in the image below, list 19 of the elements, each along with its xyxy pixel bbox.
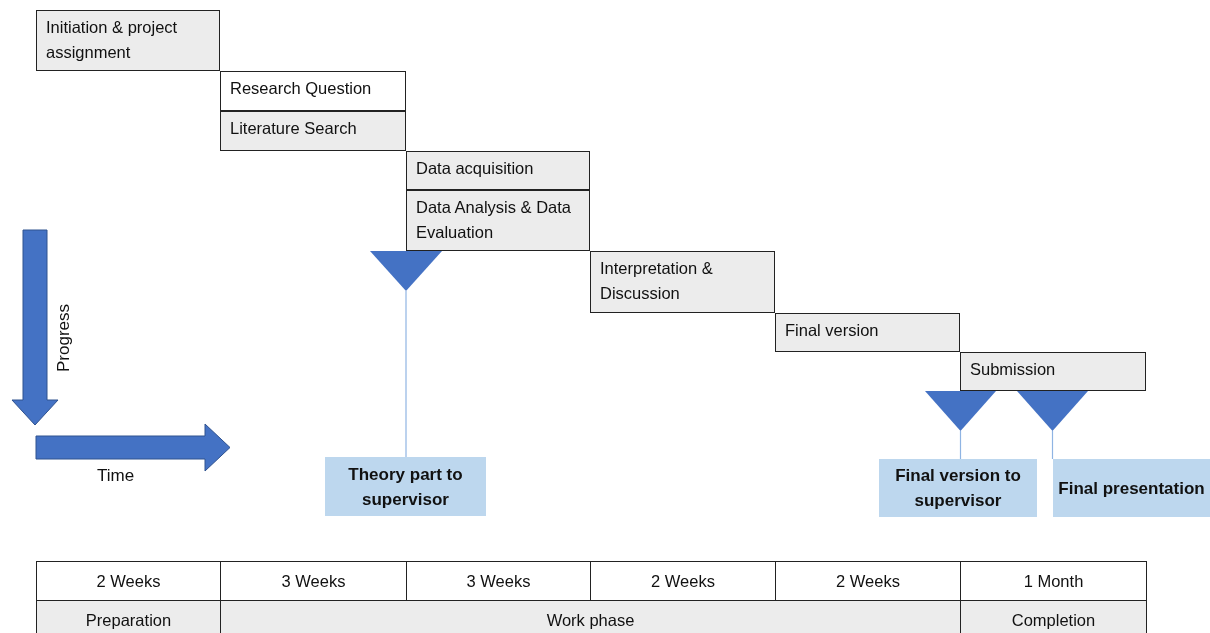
connector-line <box>405 290 407 458</box>
phase-cell: Work phase <box>220 600 961 633</box>
task-box: Research Question <box>220 71 406 111</box>
task-box: Data Analysis & Data Evaluation <box>406 190 590 251</box>
milestone-box: Theory part to supervisor <box>325 457 486 516</box>
task-box: Initiation & project assignment <box>36 10 220 71</box>
phase-cell: Completion <box>960 600 1147 633</box>
task-box: Literature Search <box>220 111 406 151</box>
connector-line <box>1051 430 1054 460</box>
milestone-box: Final version to supervisor <box>879 459 1037 517</box>
axis-label: Progress <box>54 304 74 372</box>
phase-cell: Preparation <box>36 600 221 633</box>
task-box: Submission <box>960 352 1146 391</box>
task-box: Interpretation & Discussion <box>590 251 775 313</box>
axis-label: Time <box>97 466 135 486</box>
task-box: Final version <box>775 313 960 352</box>
milestone-box: Final presentation <box>1053 459 1210 517</box>
connector-line <box>959 430 962 460</box>
task-box: Data acquisition <box>406 151 590 190</box>
